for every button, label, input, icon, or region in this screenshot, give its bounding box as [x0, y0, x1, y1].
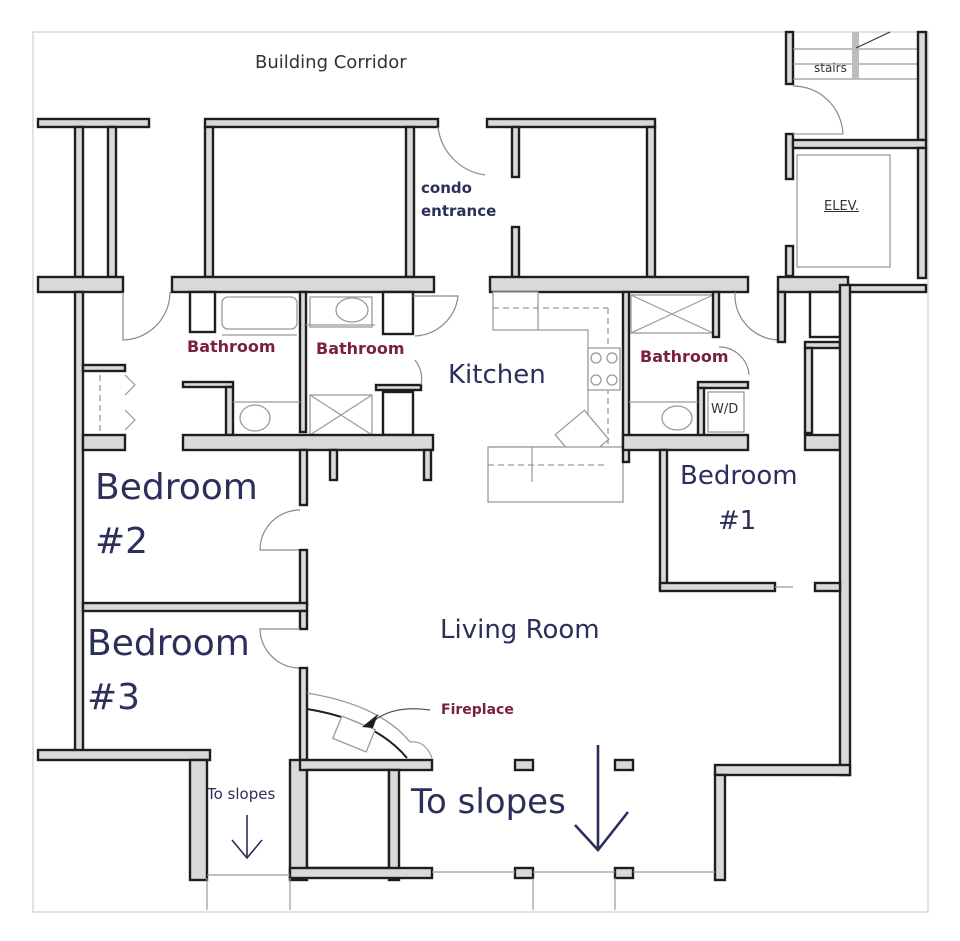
left-exterior: [36, 290, 212, 762]
bathroom-label-1: Bathroom: [187, 337, 276, 356]
entrance-door: [437, 126, 486, 176]
kitchen-counters: [487, 291, 624, 503]
hall-closet: [81, 363, 136, 452]
top-left-storage: [36, 117, 151, 294]
page-frame: [32, 31, 929, 913]
washer-dryer-label: W/D: [711, 402, 739, 417]
elevator-label: ELEV.: [824, 199, 860, 214]
arrow-down-large-icon: [574, 745, 630, 853]
bedroom-3-walls: [188, 609, 309, 882]
exit-label-large: To slopes: [411, 782, 566, 822]
bedroom-2-number: #2: [95, 521, 149, 562]
exit-label-small: To slopes: [207, 785, 276, 803]
bedroom-2-name: Bedroom: [95, 467, 258, 508]
stairs: [784, 30, 928, 181]
bedroom-1-number: #1: [718, 506, 757, 536]
corridor-label: Building Corridor: [255, 52, 407, 73]
bedroom-1-name: Bedroom: [680, 461, 798, 491]
elevator: [776, 146, 928, 294]
upper-closet-block: [170, 117, 440, 294]
bathroom-block-right: [621, 290, 787, 464]
bedroom-2-walls: [81, 448, 433, 613]
bedroom-3-number: #3: [87, 677, 141, 718]
living-room-label: Living Room: [440, 615, 600, 645]
bedroom-3-name: Bedroom: [87, 623, 250, 664]
upper-right-block: [485, 117, 750, 294]
kitchen-label: Kitchen: [448, 360, 546, 390]
entrance-label-line2: entrance: [421, 202, 497, 220]
entrance-label-line1: condo: [421, 179, 472, 197]
fireplace-label: Fireplace: [441, 702, 514, 718]
bathroom-label-3: Bathroom: [640, 347, 729, 366]
bathroom-block-left: [181, 290, 459, 452]
arrow-down-small-icon: [231, 815, 263, 860]
stairs-label: stairs: [814, 61, 847, 75]
front-exterior: [206, 758, 852, 910]
bathroom-label-2: Bathroom: [316, 339, 405, 358]
fireplace: [288, 692, 434, 882]
